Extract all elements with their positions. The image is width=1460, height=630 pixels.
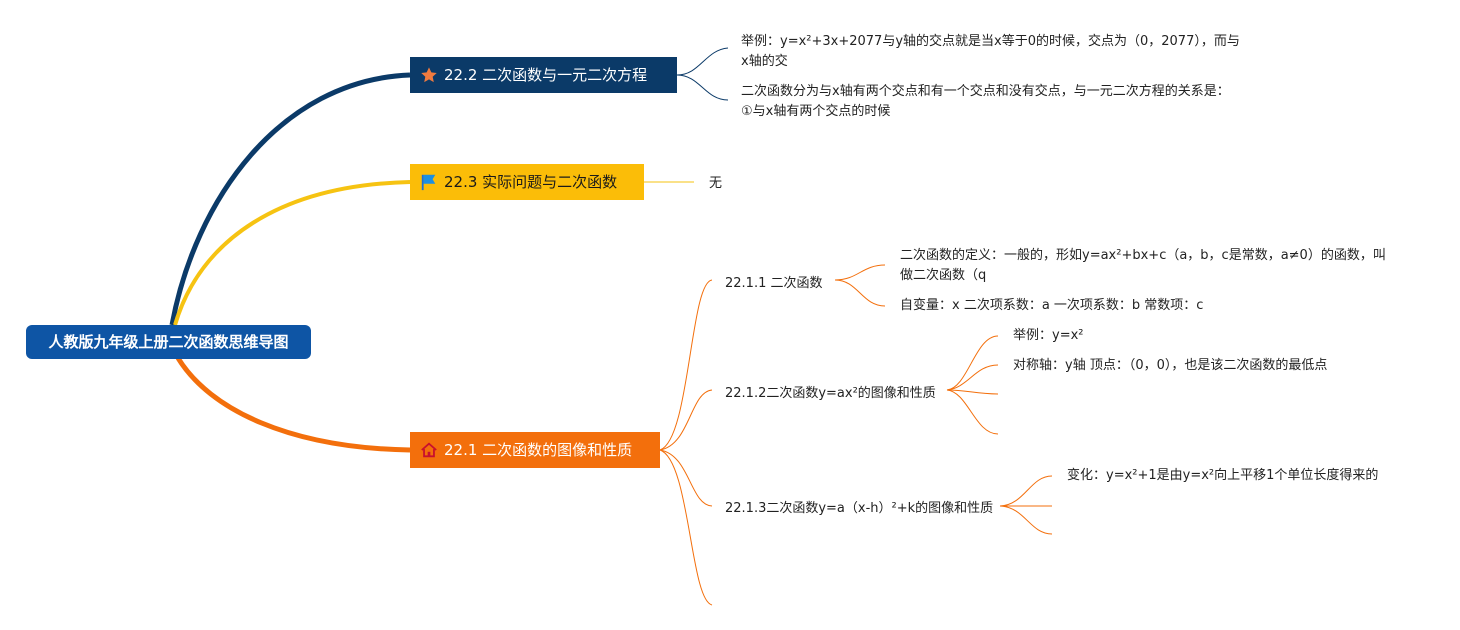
subtopic-22-1-1-note-2[interactable]: 自变量：x 二次项系数：a 一次项系数：b 常数项：c	[900, 298, 1204, 313]
branch-22-1-sub4	[659, 449, 713, 606]
branch-22-2-note1	[676, 47, 729, 76]
subtopic-22-1-1[interactable]: 22.1.1 二次函数	[725, 276, 823, 291]
branch-s2-note1	[946, 335, 999, 391]
topic-22-3-label: 22.3 实际问题与二次函数	[444, 173, 618, 191]
branch-22-1-sub1	[659, 279, 713, 451]
topic-22-2[interactable]: 22.2 二次函数与一元二次方程	[410, 57, 677, 93]
branch-22-3	[173, 180, 411, 326]
branch-s3-note1	[999, 475, 1053, 507]
star-icon	[420, 66, 438, 84]
root-topic[interactable]: 人教版九年级上册二次函数思维导图	[26, 325, 311, 359]
branch-22-1	[175, 356, 411, 453]
branch-22-2	[169, 72, 411, 326]
subtopic-22-1-3-note-1[interactable]: 变化：y=x²+1是由y=x²向上平移1个单位长度得来的	[1067, 468, 1379, 483]
flag-icon	[420, 173, 438, 191]
branch-s2-note2	[946, 364, 999, 391]
topic-22-2-note-1[interactable]: 举例：y=x²+3x+2077与y轴的交点就是当x等于0的时候，交点为（0，20…	[741, 34, 1240, 69]
subtopic-22-1-2-note-2[interactable]: 对称轴：y轴 顶点：（0，0），也是该二次函数的最低点	[1013, 358, 1328, 373]
branch-22-1-sub3	[659, 449, 713, 507]
topic-22-1-label: 22.1 二次函数的图像和性质	[444, 441, 633, 459]
topic-22-3-note[interactable]: 无	[709, 176, 723, 191]
branch-22-2-note2	[676, 74, 729, 101]
branch-s2-note3	[946, 389, 999, 395]
subtopic-22-1-2-note-1[interactable]: 举例：y=x²	[1013, 328, 1084, 343]
subtopic-22-1-3[interactable]: 22.1.3二次函数y=a（x-h）²+k的图像和性质	[725, 501, 994, 516]
subtopic-22-1-1-note-1[interactable]: 二次函数的定义：一般的，形如y=ax²+bx+c（a，b，c是常数，a≠0）的函…	[900, 248, 1386, 283]
branch-s1-note2	[834, 279, 886, 307]
topic-22-2-label: 22.2 二次函数与一元二次方程	[444, 66, 648, 84]
branch-s2-note4	[946, 389, 999, 435]
branch-s1-note1	[834, 264, 886, 281]
branch-s3-note3	[999, 505, 1053, 535]
branch-22-1-sub2	[659, 389, 713, 451]
topic-22-2-note-2[interactable]: 二次函数分为与x轴有两个交点和有一个交点和没有交点，与一元二次方程的关系是：①与…	[741, 84, 1230, 119]
topic-22-3[interactable]: 22.3 实际问题与二次函数	[410, 164, 644, 200]
house-icon	[420, 441, 438, 459]
topic-22-1[interactable]: 22.1 二次函数的图像和性质	[410, 432, 660, 468]
subtopic-22-1-2[interactable]: 22.1.2二次函数y=ax²的图像和性质	[725, 386, 936, 401]
